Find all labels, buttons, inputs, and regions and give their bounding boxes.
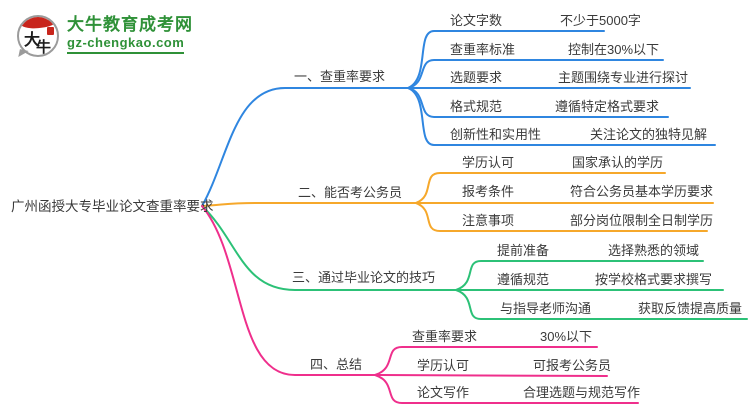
branch-1-item-value: 关注论文的独特见解 bbox=[590, 127, 708, 142]
branch-4-item-value: 合理选题与规范写作 bbox=[523, 385, 641, 400]
root-node-label: 广州函授大专毕业论文查重率要求 bbox=[11, 199, 214, 214]
branch-3-item-value: 选择熟悉的领域 bbox=[608, 243, 700, 258]
logo-char-da: 大 bbox=[24, 32, 41, 49]
branch-3-label: 三、通过毕业论文的技巧 bbox=[292, 270, 436, 285]
branch-1-item-key: 格式规范 bbox=[450, 99, 503, 114]
branch-4-item-key: 查重率要求 bbox=[412, 329, 478, 344]
branch-1-item-value: 主题围绕专业进行探讨 bbox=[558, 70, 689, 85]
branch-2-item-key: 注意事项 bbox=[462, 213, 515, 228]
logo-bubble: 大 牛 bbox=[17, 15, 59, 57]
branch-1-lines bbox=[201, 30, 716, 207]
branch-4-item-value: 30%以下 bbox=[540, 329, 593, 344]
branch-4-item-key: 论文写作 bbox=[417, 385, 470, 400]
branch-2-item-value: 符合公务员基本学历要求 bbox=[570, 184, 714, 199]
logo-char-niu: 牛 bbox=[36, 39, 52, 56]
branch-3-item-value: 获取反馈提高质量 bbox=[638, 301, 743, 316]
branch-4-item-key: 学历认可 bbox=[417, 358, 470, 373]
branch-2-item-key: 报考条件 bbox=[462, 184, 515, 199]
site-logo[interactable]: 大 牛 大牛教育成考网 gz-chengkao.com bbox=[16, 13, 193, 59]
branch-2-item-key: 学历认可 bbox=[462, 155, 515, 170]
branch-2-item-value: 部分岗位限制全日制学历 bbox=[570, 213, 714, 228]
branch-1-item-key: 选题要求 bbox=[450, 70, 503, 85]
logo-bubble-tail bbox=[18, 49, 29, 59]
branch-2-lines bbox=[201, 172, 714, 232]
branch-3-item-key: 与指导老师沟通 bbox=[500, 301, 592, 316]
branch-3-item-key: 遵循规范 bbox=[497, 272, 550, 287]
branch-1-item-key: 论文字数 bbox=[450, 13, 503, 28]
branch-2-item-value: 国家承认的学历 bbox=[572, 155, 664, 170]
branch-1-item-value: 控制在30%以下 bbox=[568, 42, 660, 57]
logo-mark-icon: 大 牛 bbox=[16, 13, 60, 59]
branch-4-lines bbox=[201, 205, 639, 404]
branch-1-label: 一、查重率要求 bbox=[294, 69, 386, 84]
branch-1-item-key: 查重率标准 bbox=[450, 42, 516, 57]
brand-domain: gz-chengkao.com bbox=[67, 35, 185, 54]
branch-1-item-value: 遵循特定格式要求 bbox=[555, 99, 660, 114]
brand-name: 大牛教育成考网 bbox=[67, 15, 193, 35]
branch-2-label: 二、能否考公务员 bbox=[298, 185, 403, 200]
branch-4-item-value: 可报考公务员 bbox=[533, 358, 612, 373]
branch-1-item-value: 不少于5000字 bbox=[560, 13, 641, 28]
logo-seal-icon bbox=[47, 27, 54, 35]
branch-1-item-key: 创新性和实用性 bbox=[450, 127, 542, 142]
branch-4-label: 四、总结 bbox=[310, 357, 363, 372]
branch-3-item-value: 按学校格式要求撰写 bbox=[595, 272, 713, 287]
branch-3-item-key: 提前准备 bbox=[497, 243, 550, 258]
branch-3-lines bbox=[201, 205, 748, 320]
